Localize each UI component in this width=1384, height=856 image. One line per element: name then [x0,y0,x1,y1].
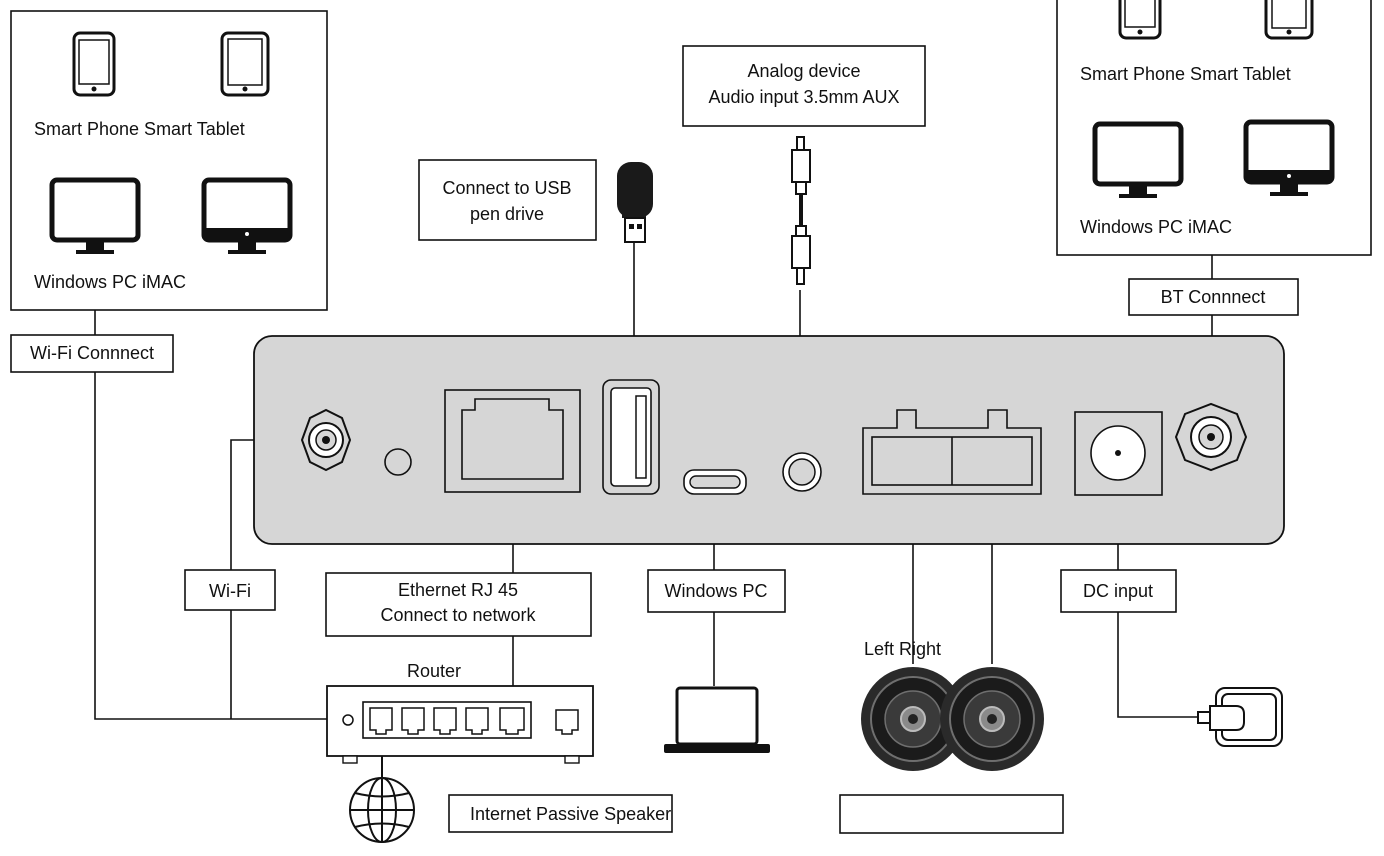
usb-drive-icon [617,162,653,243]
aux-cable-icon [791,136,811,285]
right-phone-tablet-label: Smart Phone Smart Tablet [1080,64,1291,84]
dc-power-jack [1074,411,1163,496]
smartphone-icon [72,31,116,97]
wifi-box [184,569,276,611]
label-boxes: Wi-Fi Connnect BT Connnect Connect to US… [10,45,1299,834]
aux-3.5mm-jack [782,452,822,492]
dc-input-label: DC input [1083,581,1153,601]
wifi-label: Wi-Fi [209,581,251,601]
usb-a-port [602,379,660,495]
windows-pc-box [647,569,786,613]
usb-label-line2: pen drive [470,204,544,224]
bt-antenna-port [1174,402,1248,472]
right-speaker-icon [940,667,1044,771]
left-device-group: Smart Phone Smart Tablet Windows PC iMAC [10,10,328,311]
tablet-icon [1264,0,1314,40]
left-pc-mac-label: Windows PC iMAC [34,272,186,292]
analog-label-line2: Audio input 3.5mm AUX [708,87,899,107]
wifi-antenna-port [300,408,352,472]
smartphone-icon [1118,0,1162,40]
analog-label-box [682,45,926,127]
ethernet-rj45-port [444,389,581,493]
tablet-icon [220,31,270,97]
device-back-panel [253,335,1285,545]
ethernet-label-line2: Connect to network [380,605,536,625]
speaker-caption-box [839,794,1064,834]
right-pc-mac-label: Windows PC iMAC [1080,217,1232,237]
left-device-box [10,10,328,311]
indicator-led [384,448,412,476]
router-label: Router [407,661,461,681]
speaker-terminal [862,409,1042,495]
wifi-connect-to-router-line [94,372,327,720]
micro-usb-port [683,469,747,495]
analog-label-line1: Analog device [747,61,860,81]
ethernet-label-line1: Ethernet RJ 45 [398,580,518,600]
bt-connect-box [1128,278,1299,316]
globe-icon [349,756,415,843]
wifi-connect-box [10,334,174,373]
power-adapter-icon [1197,687,1283,747]
laptop-icon [664,686,770,753]
ethernet-label-box [325,572,592,637]
usb-label-box [418,159,597,241]
wifi-connect-label: Wi-Fi Connnect [30,343,154,363]
usb-label-line1: Connect to USB [442,178,571,198]
internet-speaker-box [448,794,673,833]
dc-input-box [1060,569,1177,613]
bt-connect-label: BT Connnect [1161,287,1266,307]
router-device [326,685,594,764]
internet-passive-speaker-label: Internet Passive Speaker [470,804,671,824]
windows-pc-label: Windows PC [664,581,767,601]
left-right-label: Left Right [864,639,941,659]
left-phone-tablet-label: Smart Phone Smart Tablet [34,119,245,139]
right-device-group: Smart Phone Smart Tablet Windows PC iMAC [1056,0,1372,256]
dc-to-adapter-line [1117,612,1202,718]
